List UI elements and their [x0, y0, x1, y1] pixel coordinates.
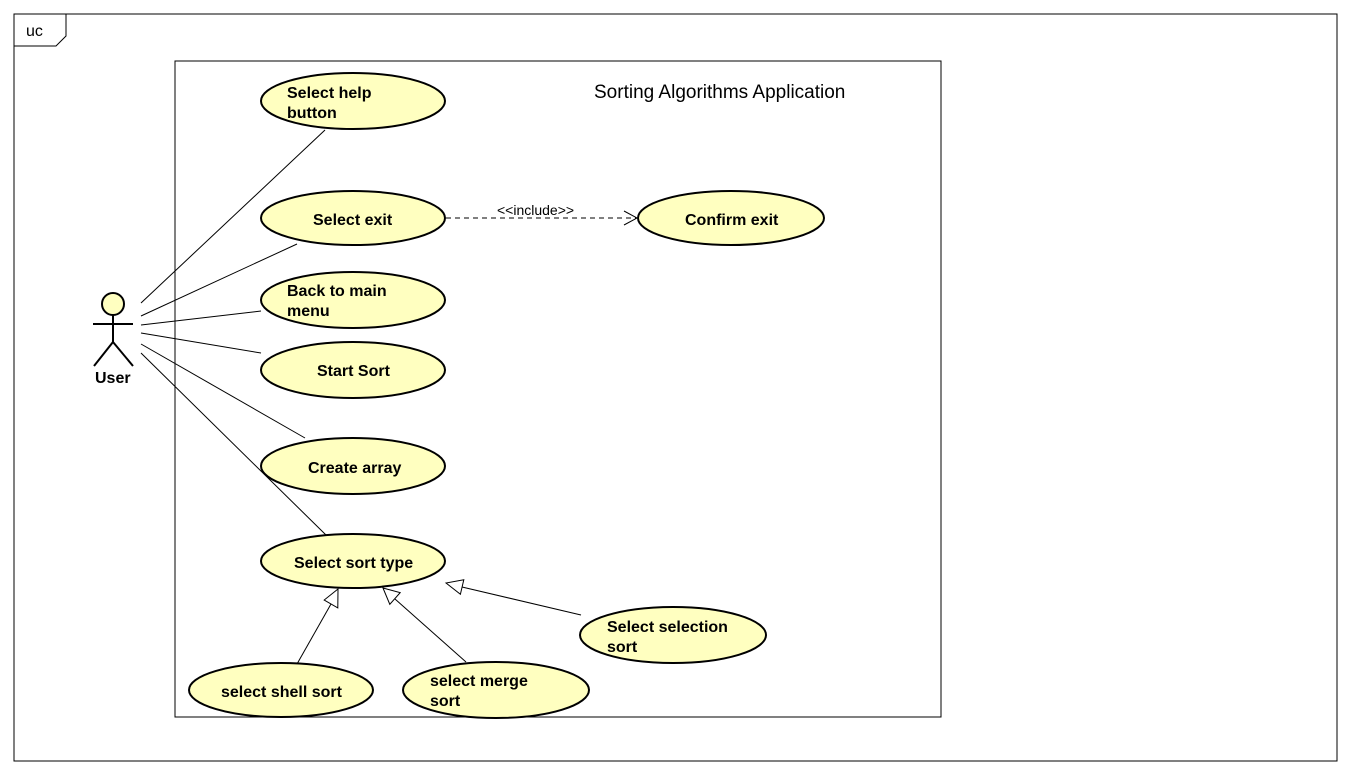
use-case-confirm-exit[interactable]: Confirm exit [637, 190, 825, 246]
use-case-start-sort[interactable]: Start Sort [260, 341, 446, 399]
use-case-label: Create array [308, 460, 402, 477]
system-title: Sorting Algorithms Application [594, 82, 845, 103]
use-case-label: Back to main [287, 283, 387, 300]
include-relationship: <<include>> [446, 202, 639, 226]
association-sorttype [140, 352, 327, 536]
actor-right-leg [112, 341, 134, 367]
use-case-label: select shell sort [221, 684, 343, 701]
actor-user[interactable]: User [93, 292, 134, 387]
association-exit [140, 243, 298, 317]
frame-border [13, 13, 1338, 762]
use-case-select-merge-sort[interactable]: select merge sort [402, 661, 590, 719]
use-case-label: Select exit [313, 212, 393, 229]
use-case-label: Select selection [607, 619, 728, 636]
generalization-selection-arrowhead [444, 579, 465, 596]
use-case-ellipse [260, 533, 446, 589]
actor-left-leg [93, 341, 114, 367]
generalization-merge-arrowhead [382, 587, 402, 606]
use-case-select-shell-sort[interactable]: select shell sort [188, 662, 374, 718]
use-case-label: sort [430, 693, 461, 710]
use-case-ellipse [260, 341, 446, 399]
use-case-label: select merge [430, 673, 528, 690]
use-case-ellipse [260, 271, 446, 329]
use-case-label: Start Sort [317, 363, 391, 380]
association-start [140, 332, 262, 354]
system-boundary-rect [174, 60, 942, 718]
use-case-label: Confirm exit [685, 212, 779, 229]
use-case-label: Select sort type [294, 555, 413, 572]
use-case-select-help-button[interactable]: Select help button [260, 72, 446, 130]
actor-label: User [95, 370, 131, 387]
generalizations [296, 579, 582, 665]
use-case-ellipse [260, 190, 446, 246]
generalization-shell-arrowhead [323, 587, 339, 609]
use-case-ellipse [637, 190, 825, 246]
include-label: <<include>> [497, 202, 574, 218]
associations [140, 129, 327, 536]
frame-tag-box [14, 14, 67, 47]
generalization-merge-line [394, 598, 467, 663]
use-case-select-sort-type[interactable]: Select sort type [260, 533, 446, 589]
use-case-label: button [287, 105, 337, 122]
use-case-select-selection-sort[interactable]: Select selection sort [579, 606, 767, 664]
use-case-label: menu [287, 303, 330, 320]
generalization-selection-line [461, 586, 582, 616]
diagram-frame: uc [13, 13, 1338, 762]
use-case-ellipse [188, 662, 374, 718]
association-create [140, 343, 306, 439]
actor-head [101, 292, 125, 316]
use-case-ellipse [579, 606, 767, 664]
use-case-ellipse [260, 72, 446, 130]
use-case-create-array[interactable]: Create array [260, 437, 446, 495]
association-help [140, 129, 326, 304]
use-case-back-to-main-menu[interactable]: Back to main menu [260, 271, 446, 329]
association-back [140, 310, 262, 326]
use-case-ellipse [402, 661, 590, 719]
frame-tag: uc [26, 23, 43, 40]
generalization-shell-line [296, 603, 332, 665]
use-case-ellipse [260, 437, 446, 495]
use-case-label: sort [607, 639, 638, 656]
system-boundary: Sorting Algorithms Application [174, 60, 942, 718]
use-case-label: Select help [287, 85, 372, 102]
use-case-select-exit[interactable]: Select exit [260, 190, 446, 246]
